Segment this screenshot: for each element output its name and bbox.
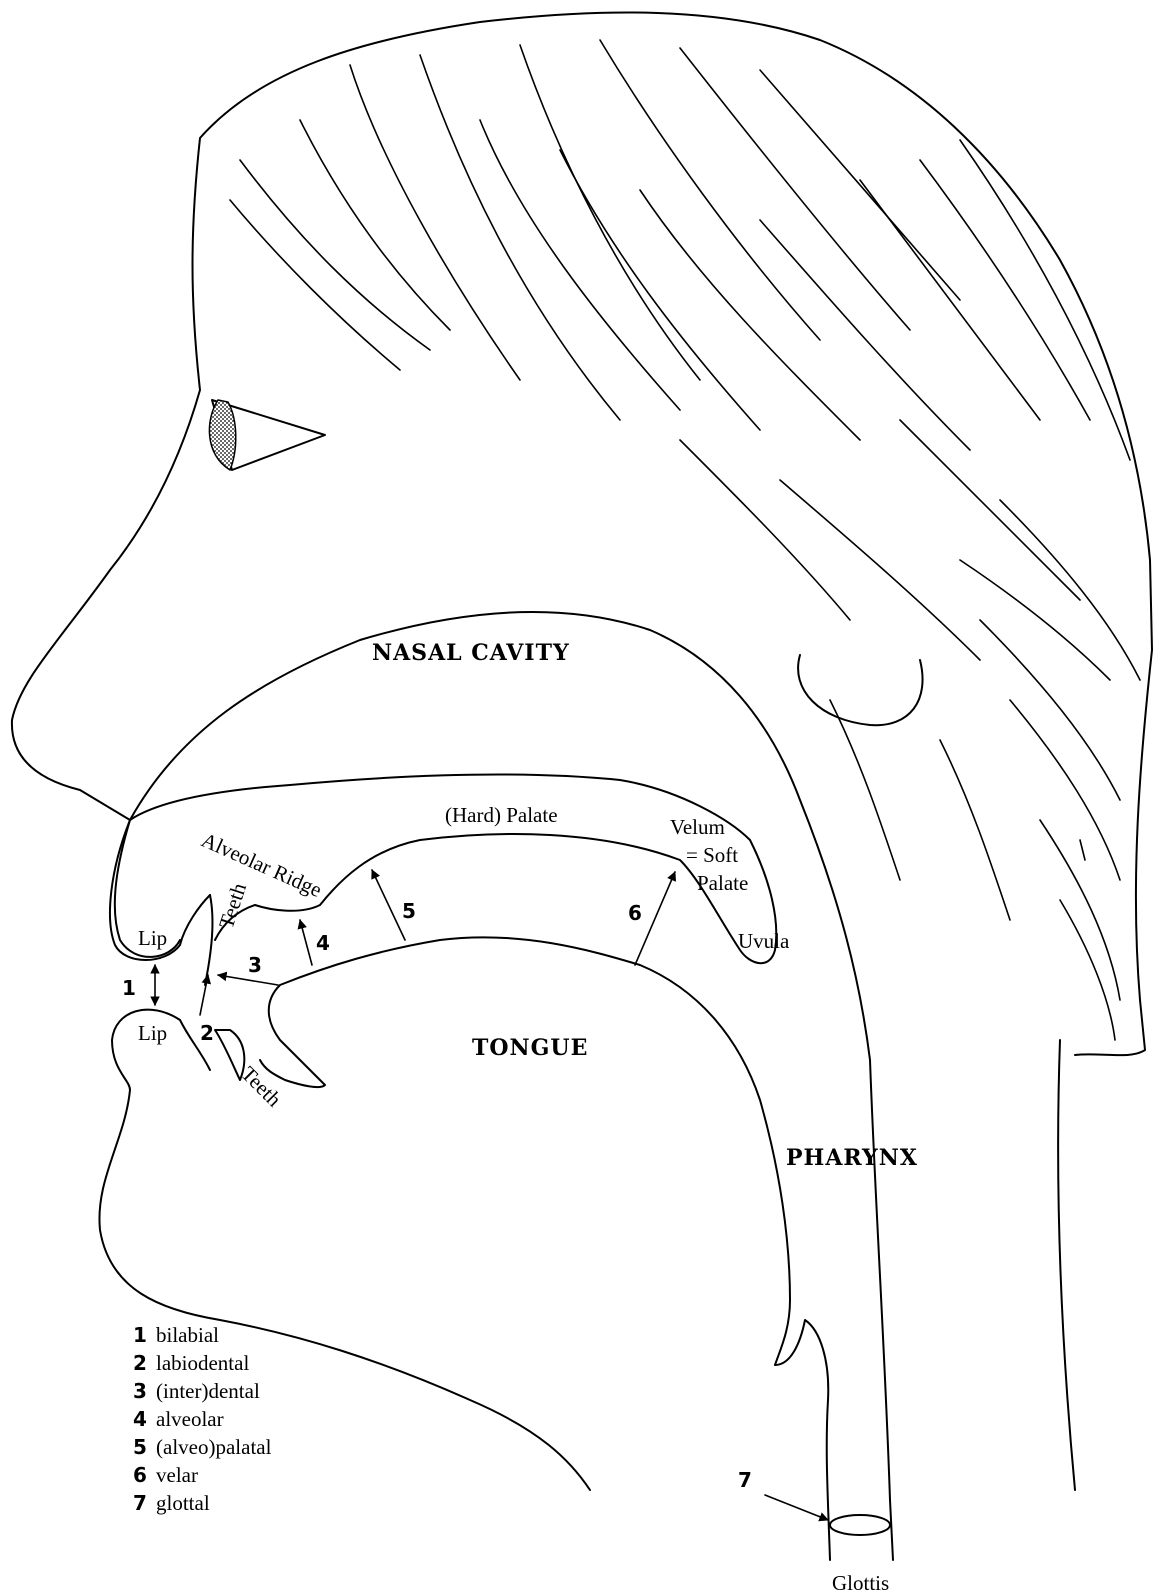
ear-outline bbox=[798, 655, 922, 725]
pharynx-back-wall bbox=[870, 1060, 893, 1560]
label-glottis: Glottis bbox=[832, 1571, 889, 1595]
label-velum: Velum bbox=[670, 815, 725, 839]
marker-4: 4 bbox=[316, 931, 330, 955]
legend-text-4: alveolar bbox=[156, 1407, 224, 1431]
hair-strokes bbox=[230, 40, 1140, 1040]
legend-num-1: 1 bbox=[133, 1323, 147, 1347]
tongue-outline bbox=[260, 937, 790, 1365]
pharynx-front-wall bbox=[775, 1320, 830, 1560]
label-pharynx: PHARYNX bbox=[786, 1145, 918, 1171]
arrow-2 bbox=[200, 975, 208, 1015]
marker-2: 2 bbox=[200, 1021, 214, 1045]
label-alveolar-ridge: Alveolar Ridge bbox=[198, 828, 326, 902]
marker-7: 7 bbox=[738, 1468, 752, 1492]
legend-text-6: velar bbox=[156, 1463, 198, 1487]
legend-num-7: 7 bbox=[133, 1491, 147, 1515]
lower-teeth bbox=[215, 1030, 244, 1080]
label-uvula: Uvula bbox=[738, 929, 790, 953]
legend-text-5: (alveo)palatal bbox=[156, 1435, 272, 1459]
legend-text-2: labiodental bbox=[156, 1351, 249, 1375]
nasal-cavity-outline bbox=[130, 612, 870, 1060]
arrow-7 bbox=[765, 1495, 828, 1520]
legend-text-7: glottal bbox=[156, 1491, 210, 1515]
label-hard-palate: (Hard) Palate bbox=[445, 803, 558, 827]
marker-1: 1 bbox=[122, 976, 136, 1000]
marker-3: 3 bbox=[248, 953, 262, 977]
legend-text-3: (inter)dental bbox=[156, 1379, 260, 1403]
label-upper-teeth: Teeth bbox=[214, 880, 251, 932]
glottis-ring bbox=[830, 1515, 890, 1535]
marker-6: 6 bbox=[628, 901, 642, 925]
label-tongue: TONGUE bbox=[472, 1035, 588, 1061]
label-lower-lip: Lip bbox=[138, 1021, 167, 1045]
label-soft-palate: = Soft bbox=[686, 843, 738, 867]
neck-back-line bbox=[1058, 1040, 1075, 1490]
eye bbox=[209, 400, 325, 470]
label-nasal-cavity: NASAL CAVITY bbox=[372, 640, 570, 666]
upper-teeth bbox=[205, 895, 212, 985]
legend: 1 bilabial 2 labiodental 3 (inter)dental… bbox=[133, 1323, 272, 1515]
arrow-4 bbox=[300, 920, 312, 965]
legend-num-4: 4 bbox=[133, 1407, 147, 1431]
label-soft-palate-2: Palate bbox=[697, 871, 748, 895]
legend-num-6: 6 bbox=[133, 1463, 147, 1487]
legend-num-2: 2 bbox=[133, 1351, 147, 1375]
head-outline bbox=[12, 12, 1152, 1490]
legend-text-1: bilabial bbox=[156, 1323, 219, 1347]
legend-num-5: 5 bbox=[133, 1435, 147, 1459]
arrow-5 bbox=[372, 870, 405, 940]
legend-num-3: 3 bbox=[133, 1379, 147, 1403]
label-upper-lip: Lip bbox=[138, 926, 167, 950]
marker-5: 5 bbox=[402, 899, 416, 923]
